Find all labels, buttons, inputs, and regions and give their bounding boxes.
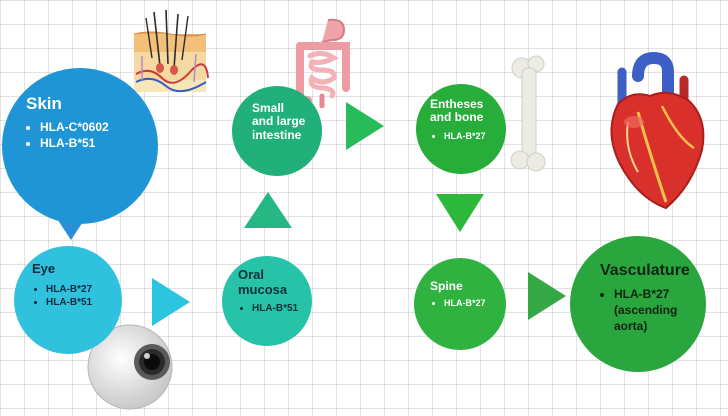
- eyeball-icon: [87, 324, 173, 410]
- arrow-spine-to-vasculature: [528, 272, 566, 320]
- eye-hla-item: HLA-B*51: [46, 296, 122, 310]
- skin-cross-section-icon: [133, 9, 209, 93]
- spine-title: Spine: [430, 279, 463, 293]
- arrow-eye-to-oral: [152, 278, 190, 326]
- spine-hla-list: HLA-B*27: [430, 297, 506, 309]
- skin-hla-item: HLA-B*51: [40, 135, 158, 151]
- arrow-oral-to-intestine: [244, 192, 292, 228]
- arrow-entheses-to-spine: [436, 194, 484, 232]
- intestine-title: Small and large intestine: [252, 101, 306, 142]
- skin-node: Skin HLA-C*0602 HLA-B*51: [2, 68, 158, 224]
- skin-hla-list: HLA-C*0602 HLA-B*51: [26, 119, 158, 151]
- arrow-intestine-to-entheses: [346, 102, 384, 150]
- vasculature-title: Vasculature: [600, 262, 690, 279]
- eye-title: Eye: [32, 261, 56, 276]
- heart-icon: [610, 52, 705, 210]
- oral-mucosa-hla-list: HLA-B*51: [238, 302, 312, 316]
- spine-hla-item: HLA-B*27: [444, 297, 506, 309]
- eye-node: Eye HLA-B*27 HLA-B*51: [14, 246, 122, 354]
- intestine-node: Small and large intestine: [232, 86, 322, 176]
- entheses-hla-item: HLA-B*27: [444, 130, 506, 142]
- entheses-title: Entheses and bone: [430, 97, 484, 125]
- oral-mucosa-hla-item: HLA-B*51: [252, 302, 312, 316]
- entheses-node: Entheses and bone HLA-B*27: [416, 84, 506, 174]
- eye-hla-list: HLA-B*27 HLA-B*51: [32, 283, 122, 310]
- vasculature-hla-item: HLA-B*27 (ascending aorta): [614, 286, 706, 335]
- oral-mucosa-title: Oral mucosa: [238, 267, 288, 297]
- eye-hla-item: HLA-B*27: [46, 283, 122, 297]
- skin-hla-item: HLA-C*0602: [40, 119, 158, 135]
- vasculature-node: Vasculature HLA-B*27 (ascending aorta): [570, 236, 706, 372]
- bone-icon: [510, 55, 546, 172]
- oral-mucosa-node: Oral mucosa HLA-B*51: [222, 256, 312, 346]
- intestine-icon: [296, 18, 350, 108]
- skin-title: Skin: [26, 94, 62, 113]
- spine-node: Spine HLA-B*27: [414, 258, 506, 350]
- vasculature-hla-list: HLA-B*27 (ascending aorta): [600, 286, 706, 335]
- entheses-hla-list: HLA-B*27: [430, 130, 506, 142]
